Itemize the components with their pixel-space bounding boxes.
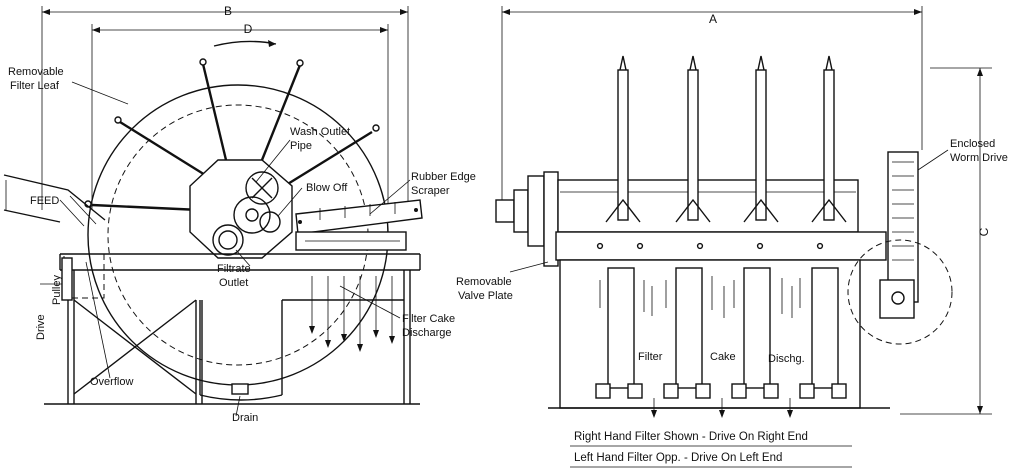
dimension-a: A <box>501 6 923 200</box>
feed-label: FEED <box>30 195 59 207</box>
blow-off-valve <box>259 211 281 233</box>
caption-right-hand: Right Hand Filter Shown - Drive On Right… <box>574 431 808 443</box>
wash-outlet-pipe <box>245 171 279 205</box>
filtrate-outlet-line-2: Outlet <box>219 277 248 289</box>
filter-label: Filter <box>638 351 663 363</box>
filtrate-outlet-pipe <box>212 224 244 256</box>
enclosed-worm-drive-line-2: Worm Drive <box>950 152 1008 164</box>
leaf-arms <box>605 55 847 223</box>
dimension-b: B <box>41 4 409 210</box>
cake-discharge-arrows <box>309 276 395 352</box>
rubber-edge-scraper-line-1: Rubber Edge <box>411 171 476 183</box>
overflow-label: Overflow <box>90 376 133 388</box>
enclosed-worm-drive-label: Enclosed Worm Drive <box>950 138 1008 164</box>
removable-valve-plate-line-1: Removable <box>456 276 512 288</box>
valve-plate <box>495 171 559 267</box>
wash-outlet-pipe-label: Wash Outlet Pipe <box>290 126 353 152</box>
dischg-label: Dischg. <box>768 353 805 365</box>
removable-filter-leaf-label: Removable Filter Leaf <box>8 66 67 92</box>
drain-label: Drain <box>232 412 258 424</box>
wash-outlet-pipe-line-2: Pipe <box>290 140 312 152</box>
drain-fitting <box>231 383 249 395</box>
filter-cake-discharge-line-2: Discharge <box>402 327 452 339</box>
cake-label: Cake <box>710 351 736 363</box>
caption-left-hand: Left Hand Filter Opp. - Drive On Left En… <box>574 452 782 464</box>
removable-valve-plate-line-2: Valve Plate <box>458 290 513 302</box>
enclosed-worm-drive-line-1: Enclosed <box>950 138 995 150</box>
removable-filter-leaf-line-2: Filter Leaf <box>10 80 60 92</box>
removable-filter-leaf-line-1: Removable <box>8 66 64 78</box>
dimension-a-label: A <box>709 12 717 26</box>
rubber-edge-scraper <box>295 199 423 251</box>
feed-chute <box>3 174 106 227</box>
filter-leaf-bars <box>84 58 380 212</box>
filtrate-outlet-line-1: Filtrate <box>217 263 251 275</box>
dimension-c: C <box>900 67 992 415</box>
captions: Right Hand Filter Shown - Drive On Right… <box>570 431 852 468</box>
bottom-ports <box>595 383 847 399</box>
filter-cake-discharge-line-1: Filter Cake <box>402 313 455 325</box>
dimension-c-label: C <box>977 227 991 236</box>
main-beam <box>555 231 887 261</box>
drive-pulley <box>61 257 73 301</box>
rubber-edge-scraper-line-2: Scraper <box>411 185 450 197</box>
removable-valve-plate-label: Removable Valve Plate <box>456 276 515 302</box>
worm-drive <box>847 151 953 345</box>
beam-holes <box>596 242 824 250</box>
side-view: A C <box>456 6 1008 468</box>
filtrate-outlet-label: Filtrate Outlet <box>217 263 254 289</box>
filter-cake-discharge-label: Filter Cake Discharge <box>402 313 458 339</box>
dimension-d-label: D <box>244 22 253 36</box>
drive-pulley-label: Drive Pulley <box>35 275 63 340</box>
dimension-b-label: B <box>224 4 232 18</box>
wash-outlet-pipe-line-1: Wash Outlet <box>290 126 350 138</box>
side-leader-lines <box>509 149 949 273</box>
leaf-panels <box>599 267 839 389</box>
blow-off-label: Blow Off <box>306 182 348 194</box>
drive-pulley-line-1: Drive <box>35 314 47 340</box>
hub <box>189 159 293 259</box>
rubber-edge-scraper-label: Rubber Edge Scraper <box>411 171 479 197</box>
end-view: B D <box>3 4 479 424</box>
rotation-arrow <box>213 40 277 47</box>
discharge-arrows <box>651 398 793 418</box>
leader-lines <box>71 81 411 417</box>
drum <box>557 179 859 233</box>
dimension-d: D <box>91 22 389 210</box>
drive-pulley-line-2: Pulley <box>51 275 63 305</box>
